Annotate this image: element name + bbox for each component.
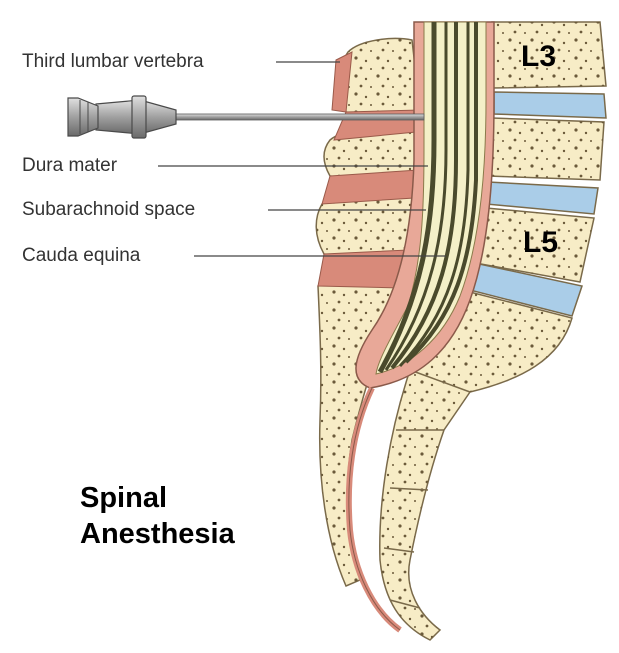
title-line-1: Spinal <box>80 482 168 514</box>
needle-shaft <box>175 113 425 121</box>
label-third-lumbar-vertebra: Third lumbar vertebra <box>22 51 204 72</box>
leader-lines <box>158 61 446 257</box>
label-dura-mater: Dura mater <box>22 155 118 176</box>
intervertebral-disc-1 <box>493 91 607 119</box>
vertebra-label-l5: L5 <box>523 226 559 259</box>
vertebral-bodies <box>379 21 607 641</box>
needle-stylet-cap <box>67 97 99 137</box>
title-line-2: Anesthesia <box>80 518 235 550</box>
label-cauda-equina: Cauda equina <box>22 245 141 266</box>
vertebra-label-l3: L3 <box>521 40 557 73</box>
label-subarachnoid-space: Subarachnoid space <box>22 199 196 220</box>
spinal-needle <box>67 95 425 139</box>
